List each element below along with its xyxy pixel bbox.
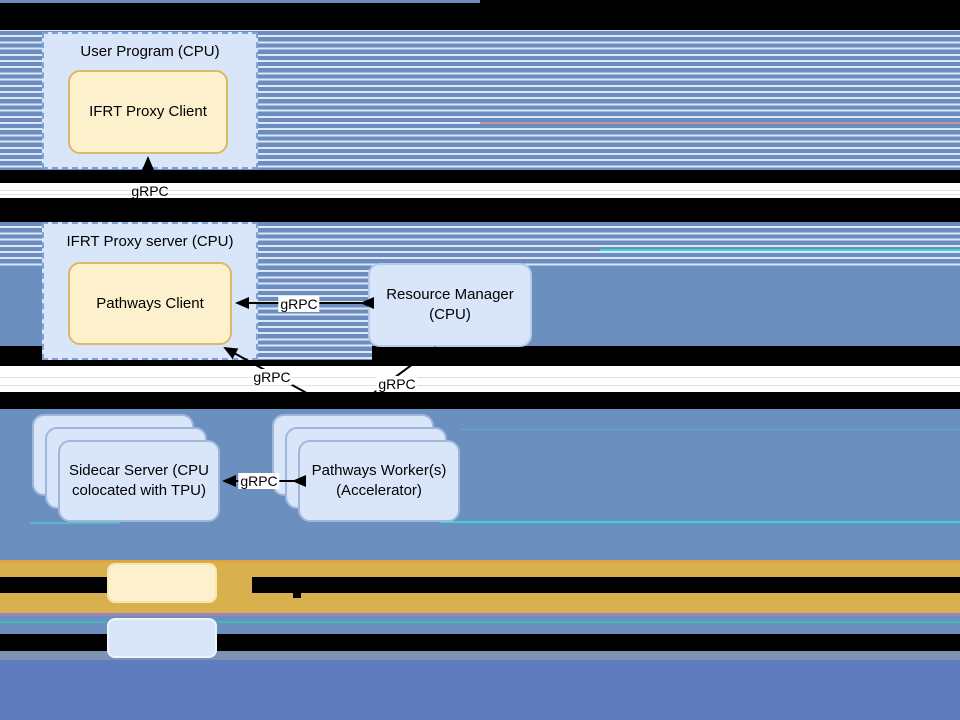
node-ifrt-proxy-server-label: IFRT Proxy server (CPU) xyxy=(66,233,234,250)
redacted-text-bar-1-left xyxy=(0,577,107,593)
redacted-text-descender-1 xyxy=(293,593,301,598)
gray-band xyxy=(0,651,960,660)
glitch-cyan-line-4 xyxy=(30,522,120,524)
node-ifrt-proxy-client-label: IFRT Proxy Client xyxy=(89,103,207,120)
redacted-text-bar-1-right xyxy=(252,577,960,593)
glitch-gray-line-2 xyxy=(0,194,960,195)
glitch-gray-line-4 xyxy=(0,385,960,386)
glitch-gray-line-3 xyxy=(0,377,960,378)
node-pathways-workers-line2: (Accelerator) xyxy=(336,482,422,499)
edge-label-pathways-client-resource-manager: gRPC xyxy=(278,296,320,312)
solid-blue-band-3 xyxy=(0,616,960,634)
node-sidecar-server-line2: colocated with TPU) xyxy=(72,482,206,499)
edge-label-client-to-server: gRPC xyxy=(131,183,169,199)
node-pathways-workers-line1: Pathways Worker(s) xyxy=(311,462,447,479)
node-pathways-client: Pathways Client xyxy=(68,262,232,345)
node-pathways-client-label: Pathways Client xyxy=(96,294,204,312)
node-pathways-workers: Pathways Worker(s) (Accelerator) xyxy=(298,440,460,522)
redacted-text-bar-2-left xyxy=(0,634,107,651)
glitch-gray-line-1 xyxy=(0,190,960,191)
glitch-brown-line xyxy=(480,122,960,124)
node-ifrt-proxy-client: IFRT Proxy Client xyxy=(68,70,228,154)
edge-label-pathways-client-workers: gRPC xyxy=(251,369,293,385)
glitch-purple-line xyxy=(0,613,960,616)
node-sidecar-server-line1: Sidecar Server (CPU xyxy=(68,462,210,479)
glitch-orange-line xyxy=(0,560,960,562)
edge-label-resource-manager-workers: gRPC xyxy=(376,376,418,392)
legend-yellow-swatch xyxy=(107,563,217,603)
solid-periwinkle-band xyxy=(0,660,960,720)
edge-label-sidecar-workers: gRPC xyxy=(238,473,280,489)
node-resource-manager-line2: (CPU) xyxy=(429,306,471,323)
glitch-cyan-line-1 xyxy=(600,249,960,251)
legend-blue-swatch xyxy=(107,618,217,658)
node-resource-manager: Resource Manager (CPU) xyxy=(368,263,532,347)
white-band-2 xyxy=(0,366,960,392)
glitch-teal-line xyxy=(0,621,960,623)
glitch-black-corner xyxy=(480,0,960,4)
glitch-cyan-line-2 xyxy=(460,429,960,430)
redacted-text-bar-2-right xyxy=(222,634,960,651)
glitch-black-band-1 xyxy=(0,3,960,30)
striped-patch-between-boxes xyxy=(256,266,372,360)
node-resource-manager-line1: Resource Manager xyxy=(386,286,514,303)
node-sidecar-server: Sidecar Server (CPU colocated with TPU) xyxy=(58,440,220,522)
node-user-program-label: User Program (CPU) xyxy=(80,43,220,60)
glitch-black-band-2 xyxy=(0,170,960,183)
glitch-cyan-line-3 xyxy=(440,521,960,523)
glitch-black-band-3 xyxy=(0,198,960,222)
glitch-black-band-5 xyxy=(0,392,960,409)
